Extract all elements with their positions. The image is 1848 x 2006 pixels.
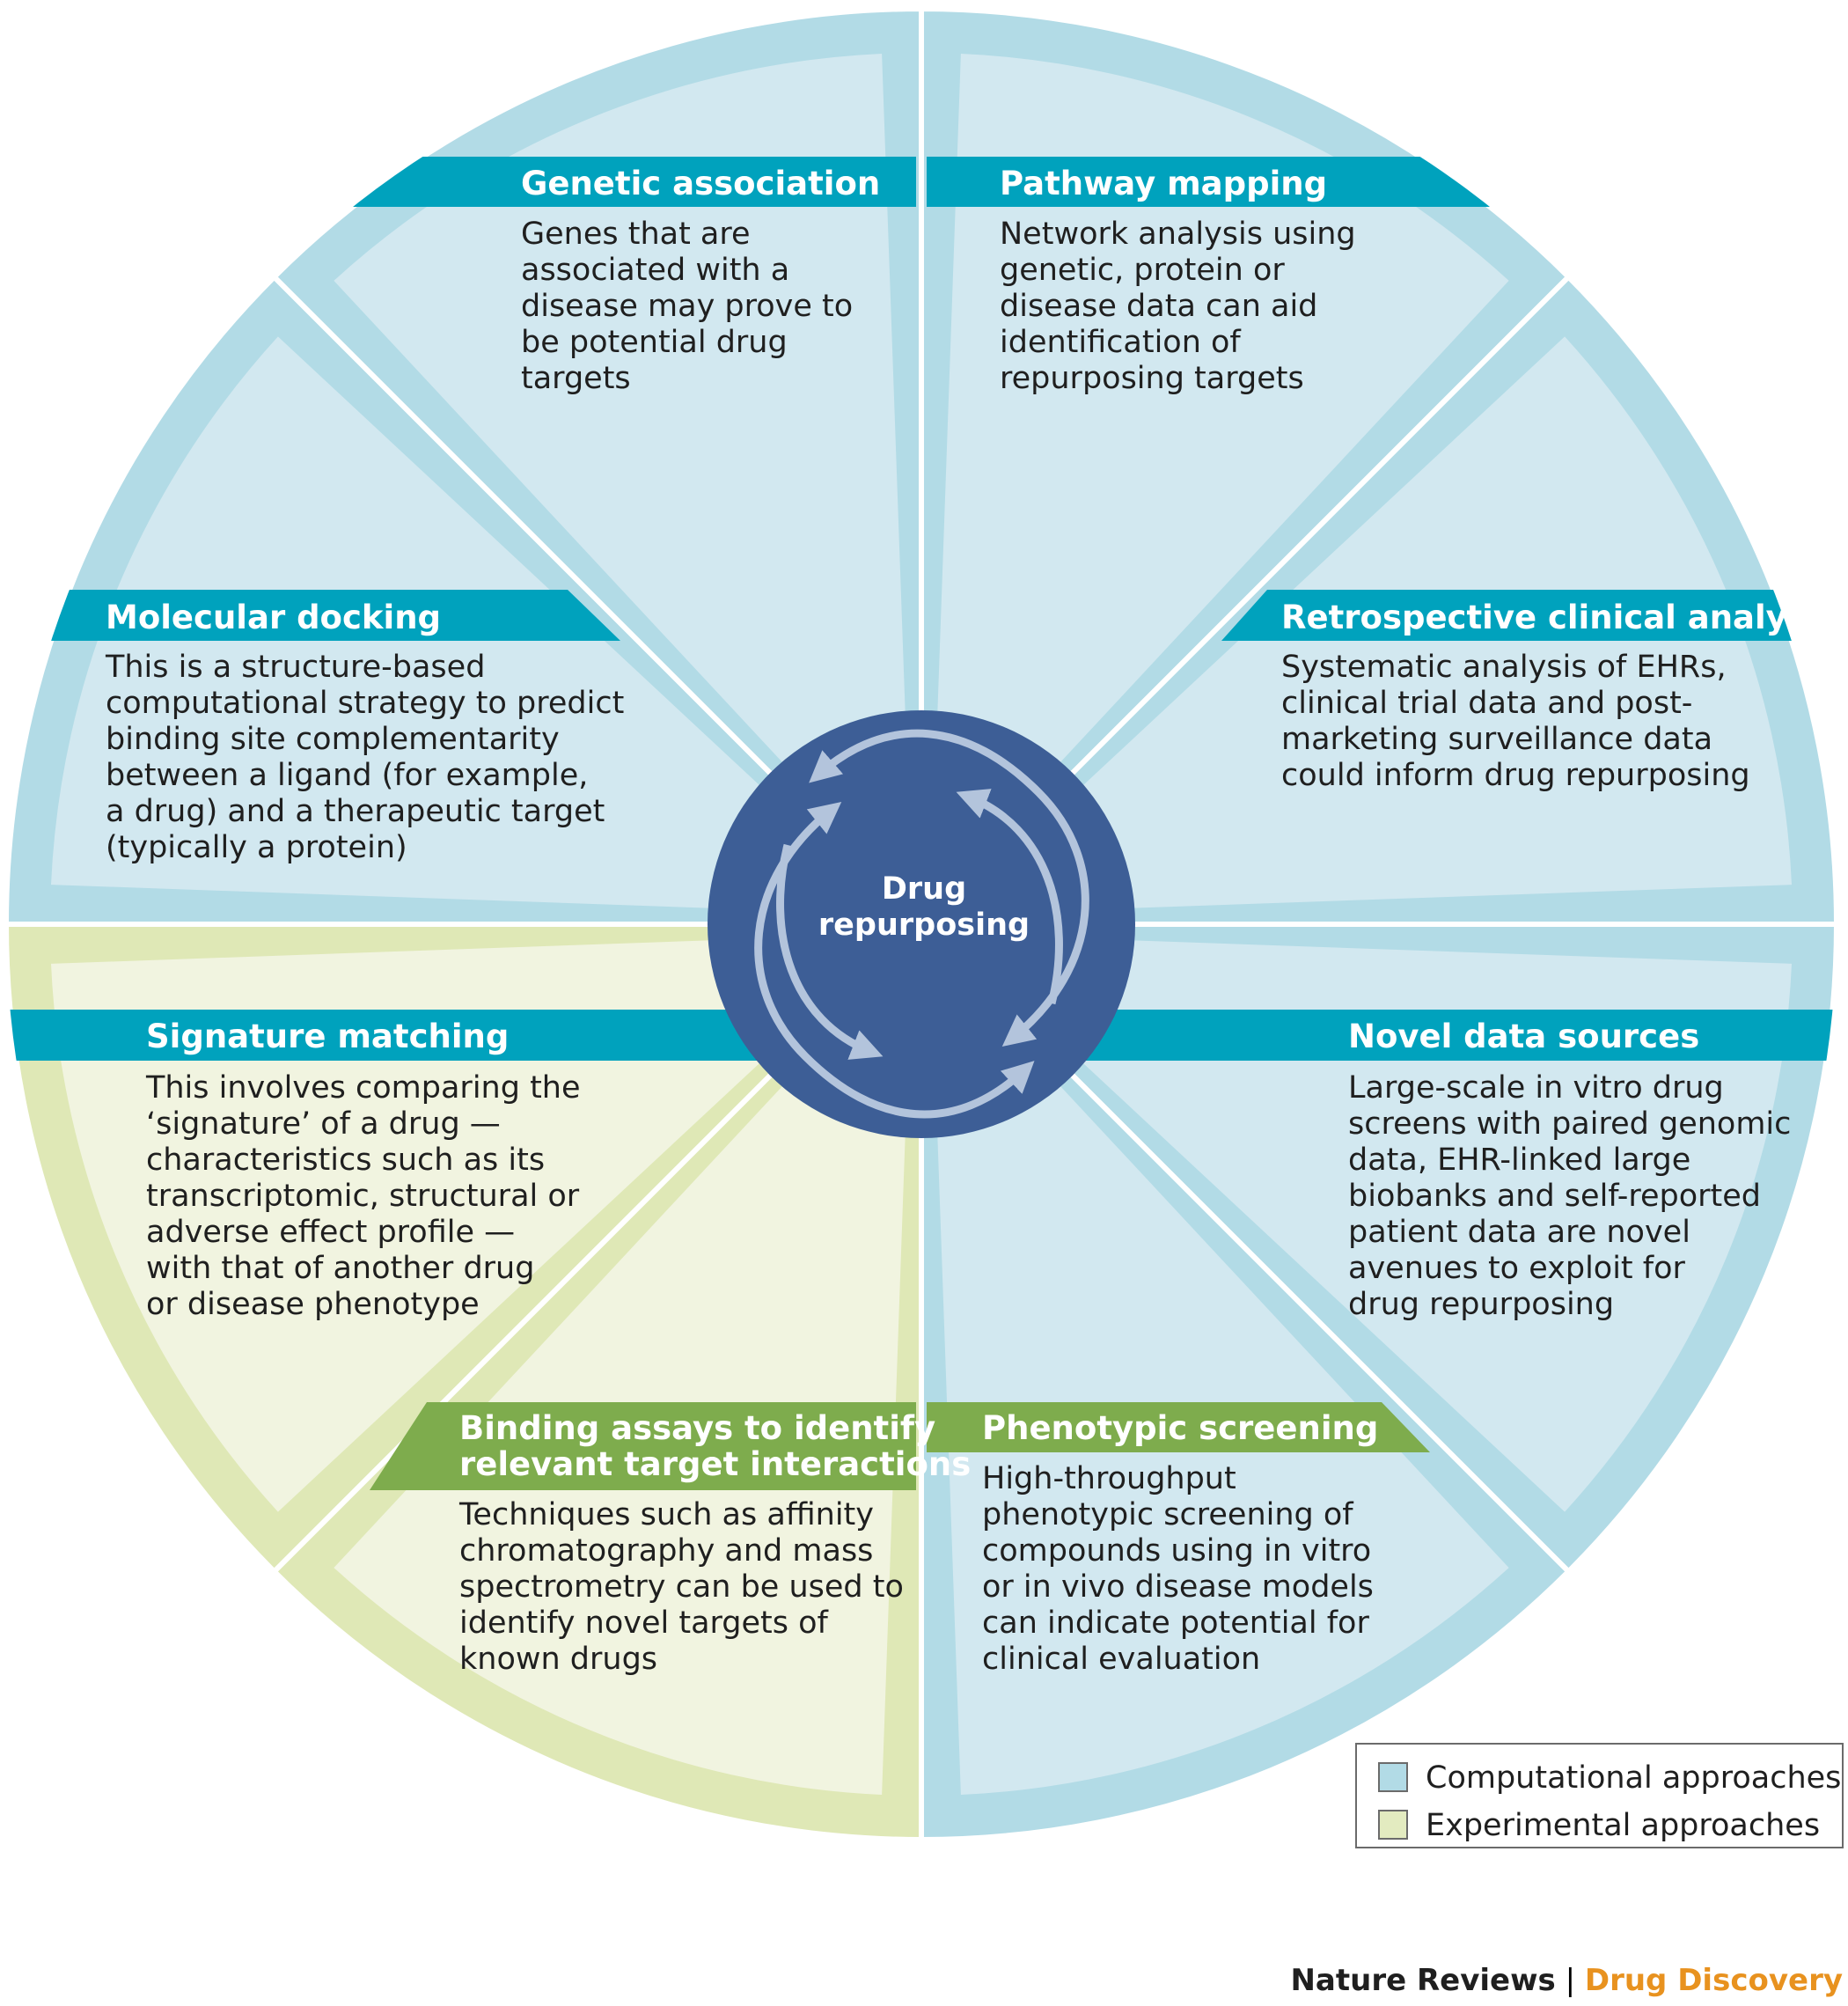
description-line: characteristics such as its [146,1143,546,1178]
description-line: marketing surveillance data [1281,722,1713,757]
title-band-phenotypic-screening [927,1402,1430,1452]
signature-matching-description: This involves comparing the ‘signature’ … [146,1070,581,1323]
novel-data-sources-title: Novel data sources [1348,1018,1700,1055]
description-line: compounds using in vitro [982,1533,1372,1569]
description-line: identification of [1000,325,1241,360]
hub-label: Drug repurposing [783,871,1065,944]
description-line: Network analysis using [1000,217,1356,252]
title-band-pathway-mapping [927,157,1496,207]
retrospective-clinical-analysis-description: Systematic analysis of EHRs, clinical tr… [1281,650,1750,794]
description-line: This involves comparing the [146,1070,581,1106]
novel-data-sources-description: Large-scale in vitro drug screens with p… [1348,1070,1791,1323]
description-line: drug repurposing [1348,1287,1615,1322]
description-line: disease may prove to [521,289,854,324]
description-line: ‘signature’ of a drug — [146,1106,501,1142]
title-band-genetic-association [348,157,916,207]
wedge-panel-binding-assays [51,933,899,1512]
description-line: avenues to exploit for [1348,1251,1685,1286]
credit-separator: | [1555,1963,1585,1998]
wedge-panel-retrospective-clinical-analysis [943,933,1792,1512]
credit-section: Drug Discovery [1584,1963,1843,1998]
legend-label-computational: Computational approaches [1426,1760,1842,1796]
description-line: High-throughput [982,1461,1236,1496]
description-line: clinical evaluation [982,1642,1261,1677]
description-line: (typically a protein) [106,830,407,865]
drug-repurposing-hub [708,710,1135,1138]
description-line: Large-scale in vitro drug [1348,1070,1724,1106]
description-line: Genes that are [521,217,751,252]
title-band-molecular-docking [6,590,620,641]
genetic-association-description: Genes that are associated with a disease… [521,217,853,397]
cycle-arrow-4 [956,789,1063,1005]
binding-assays-description: Techniques such as affinity chromatograp… [459,1497,904,1678]
description-line: data, EHR-linked large [1348,1143,1691,1178]
description-line: patient data are novel [1348,1215,1690,1250]
description-line: genetic, protein or [1000,253,1285,288]
description-line: phenotypic screening of [982,1497,1353,1532]
description-line: with that of another drug [146,1251,535,1286]
cycle-arrow-2 [754,801,1035,1119]
description-line: or disease phenotype [146,1287,480,1322]
phenotypic-screening-title: Phenotypic screening [982,1409,1379,1447]
description-line: can indicate potential for [982,1606,1369,1641]
hub-label-line-2: repurposing [818,907,1030,943]
description-line: be potential drug [521,325,788,360]
pathway-mapping-title: Pathway mapping [1000,165,1328,202]
description-line: chromatography and mass [459,1533,874,1569]
molecular-docking-title: Molecular docking [106,599,442,636]
retrospective-clinical-analysis-title: Retrospective clinical analysis [1281,599,1837,636]
binding-assays-title-line-2: relevant target interactions [459,1445,972,1483]
description-line: could inform drug repurposing [1281,758,1750,793]
description-line: spectrometry can be used to [459,1569,904,1605]
description-line: computational strategy to predict [106,686,625,721]
binding-assays-title-line-1: Binding assays to identify [459,1409,936,1447]
description-line: screens with paired genomic [1348,1106,1792,1142]
pathway-mapping-description: Network analysis using genetic, protein … [1000,217,1356,397]
description-line: targets [521,361,631,396]
wedge-panel-genetic-association [930,54,1509,902]
description-line: identify novel targets of [459,1606,828,1641]
description-line: or in vivo disease models [982,1569,1374,1605]
wedge-panel-phenotypic-screening [334,946,913,1795]
description-line: repurposing targets [1000,361,1304,396]
description-line: Techniques such as affinity [459,1497,874,1532]
journal-credit: Nature Reviews | Drug Discovery [1290,1963,1843,1998]
molecular-docking-description: This is a structure-based computational … [106,650,624,866]
description-line: a drug) and a therapeutic target [106,794,605,829]
description-line: known drugs [459,1642,658,1677]
wedge-panel-novel-data-sources [930,946,1509,1795]
binding-assays-title: Binding assays to identify relevant targ… [459,1410,971,1482]
signature-matching-title: Signature matching [146,1018,510,1055]
phenotypic-screening-description: High-throughput phenotypic screening of … [982,1461,1374,1678]
legend-swatch-computational [1378,1762,1408,1792]
description-line: This is a structure-based [106,650,486,685]
description-line: clinical trial data and post- [1281,686,1693,721]
title-band-binding-assays [370,1402,916,1490]
legend-label-experimental: Experimental approaches [1426,1808,1821,1843]
description-line: transcriptomic, structural or [146,1179,580,1214]
description-line: between a ligand (for example, [106,758,589,793]
genetic-association-title: Genetic association [521,165,881,202]
credit-journal: Nature Reviews [1290,1963,1556,1998]
description-line: disease data can aid [1000,289,1318,324]
title-band-novel-data-sources [1082,1010,1837,1061]
title-band-retrospective-clinical-analysis [1221,590,1837,641]
hub-label-line-1: Drug [881,871,967,907]
description-line: Systematic analysis of EHRs, [1281,650,1727,685]
description-line: associated with a [521,253,790,288]
description-line: biobanks and self-reported [1348,1179,1761,1214]
cycle-arrow-1 [809,729,1089,1047]
description-line: adverse effect profile — [146,1215,516,1250]
wedge-panel-molecular-docking [334,54,913,902]
legend-swatch-experimental [1378,1810,1408,1840]
description-line: binding site complementarity [106,722,560,757]
title-band-signature-matching [6,1010,766,1061]
legend: Computational approaches Experimental ap… [1355,1743,1844,1848]
cycle-arrow-3 [776,843,884,1060]
